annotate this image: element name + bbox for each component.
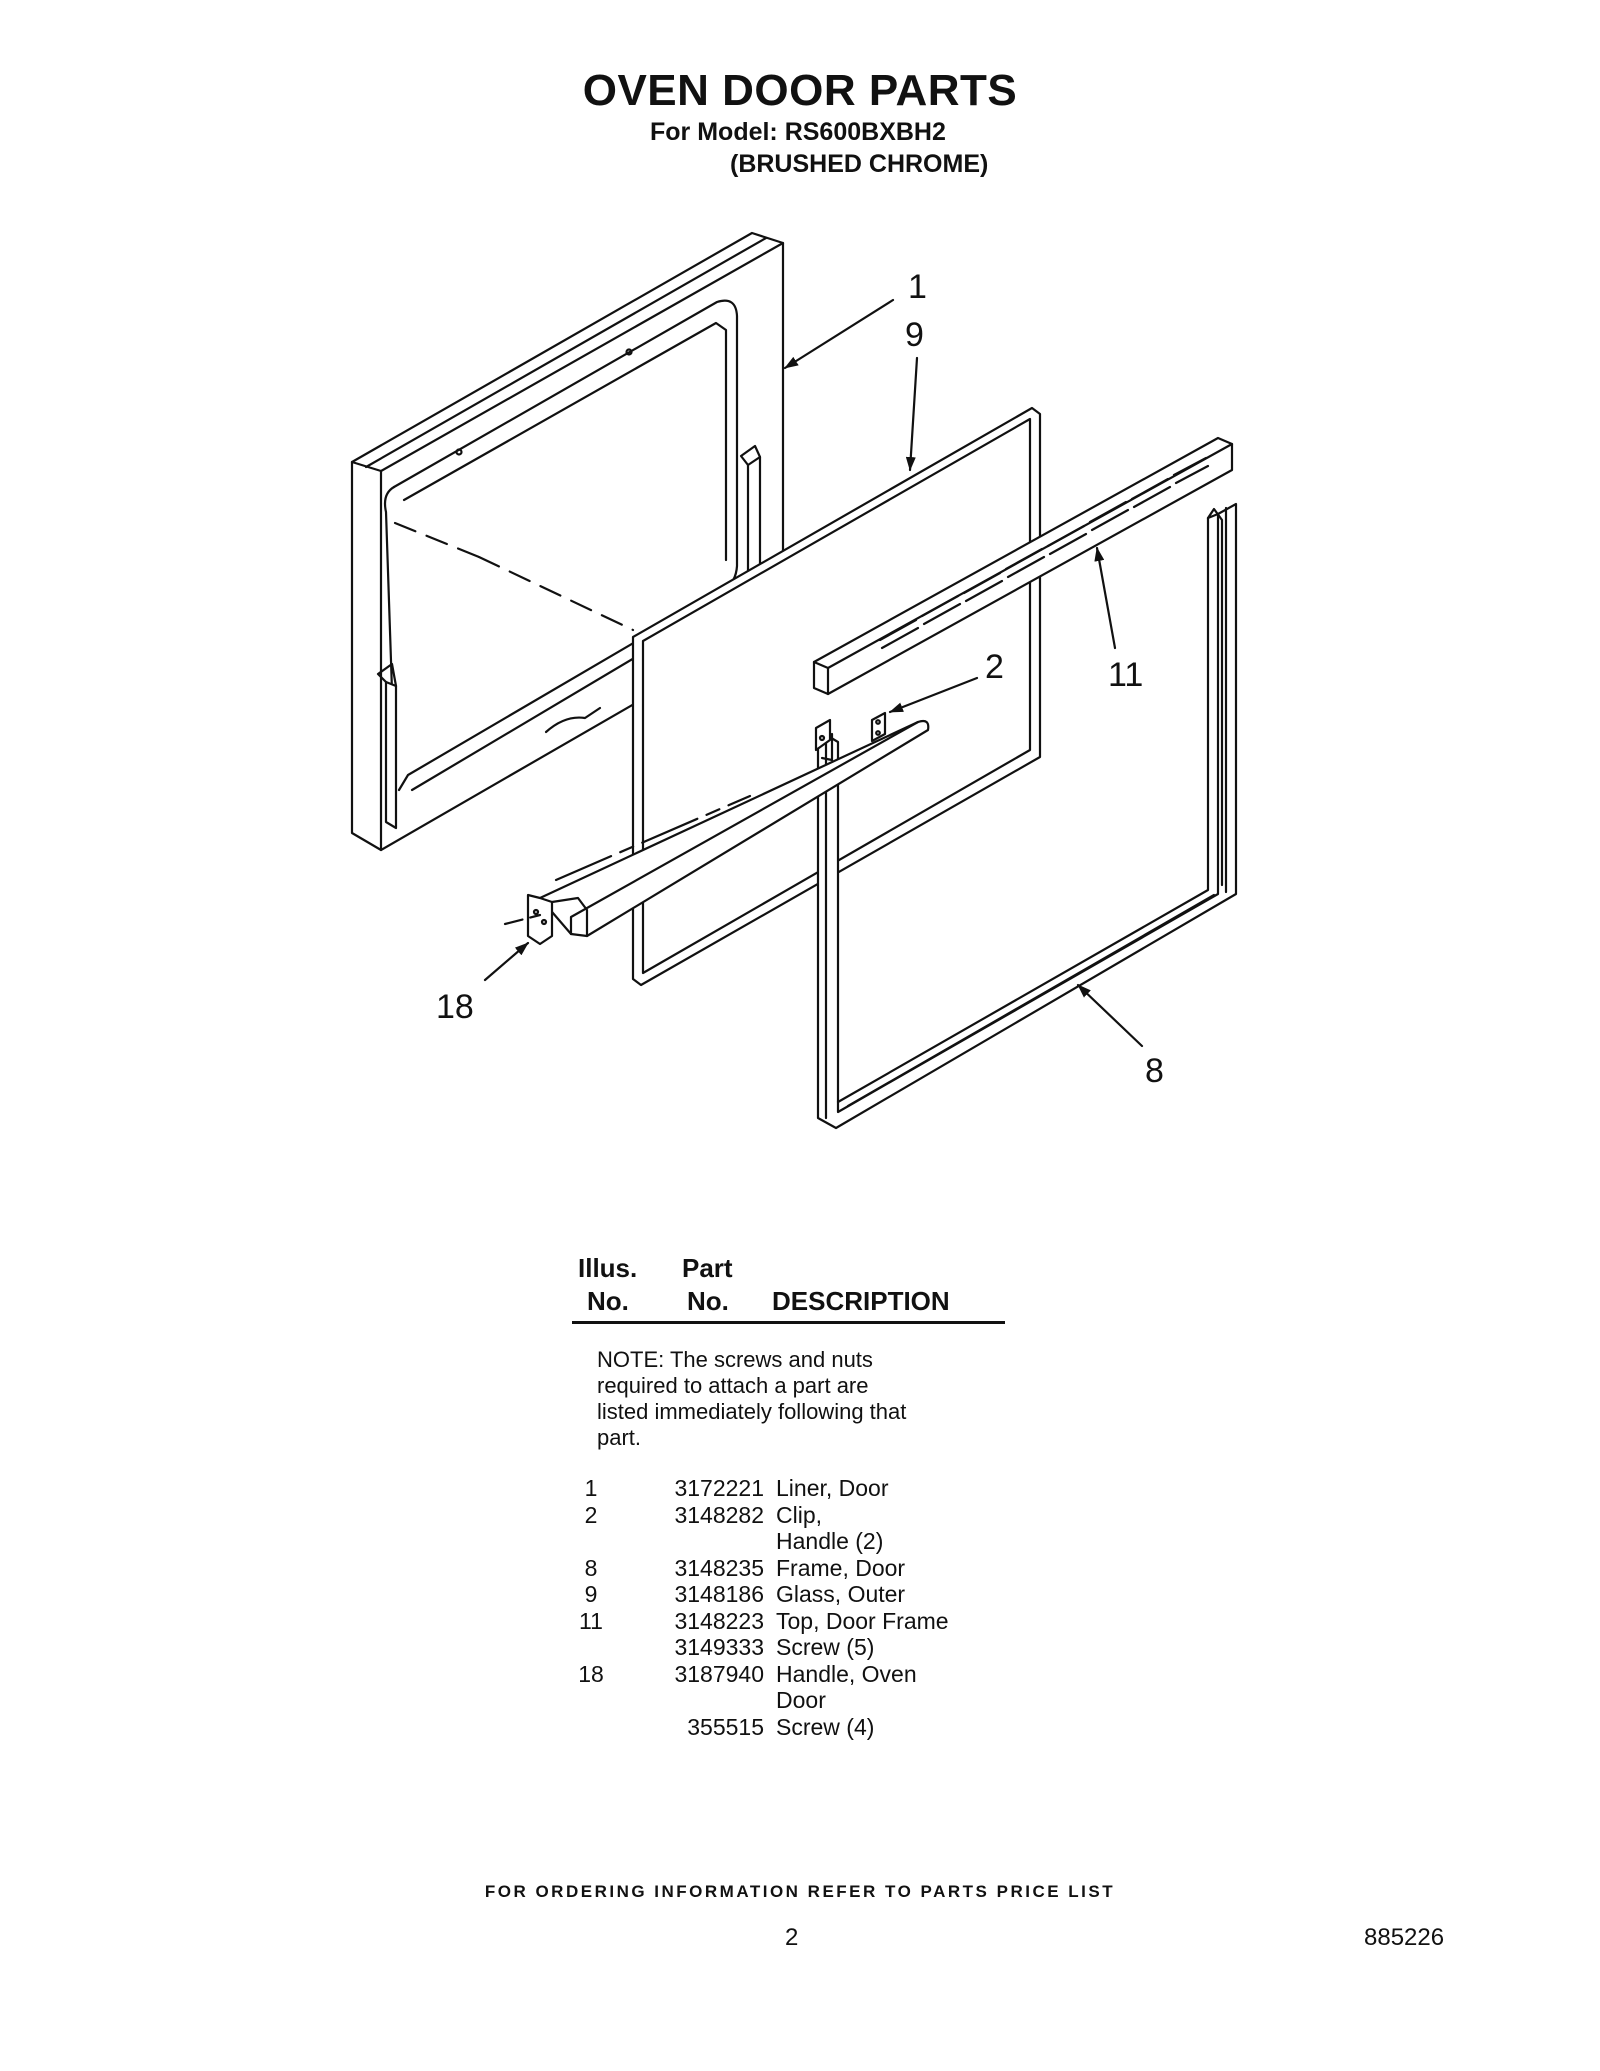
handle-clip-part [870, 711, 887, 743]
leader-arrow-11 [1094, 546, 1117, 650]
oven-door-handle-part [503, 718, 930, 946]
part-description: Clip, [776, 1501, 823, 1528]
table-row: 18 3187940 Handle, Oven [560, 1661, 949, 1688]
table-row: Handle (2) [560, 1528, 949, 1555]
model-line: For Model: RS600BXBH2 [650, 118, 946, 146]
illus-number: 9 [584, 1581, 598, 1607]
part-header-top: Part [682, 1253, 733, 1283]
table-row: 355515 Screw (4) [560, 1714, 949, 1741]
table-row: 1 3172221 Liner, Door [560, 1475, 949, 1502]
page-number: 2 [785, 1924, 799, 1951]
part-number: 3149333 [674, 1634, 764, 1660]
illus-number [560, 1714, 622, 1741]
callout-9: 9 [905, 316, 924, 354]
leader-arrow-18 [483, 941, 530, 982]
illus-number: 11 [579, 1607, 603, 1634]
table-row: 2 3148282 Clip, [560, 1502, 949, 1529]
leader-arrow-2 [888, 676, 979, 714]
part-number: 3148186 [674, 1581, 764, 1607]
illus-number: 18 [578, 1660, 604, 1687]
part-number: 3187940 [674, 1660, 764, 1687]
part-description: Top, Door Frame [776, 1607, 949, 1634]
part-number: 3148235 [674, 1554, 764, 1581]
part-header-bottom: No. [687, 1286, 729, 1316]
part-number [622, 1687, 764, 1714]
part-number: 3148282 [674, 1501, 764, 1528]
illus-number: 8 [584, 1554, 598, 1581]
part-number: 3172221 [674, 1475, 764, 1501]
illus-number: 1 [584, 1475, 598, 1501]
callout-1: 1 [908, 268, 927, 306]
part-number [622, 1528, 764, 1555]
liner-door-part [350, 231, 785, 852]
illus-header-bottom: No. [587, 1286, 629, 1316]
table-row: 8 3148235 Frame, Door [560, 1555, 949, 1582]
part-description: Screw (5) [776, 1634, 875, 1660]
door-frame-part [816, 502, 1238, 1130]
leader-arrow-1 [783, 298, 895, 370]
callout-11: 11 [1108, 656, 1144, 694]
callout-2: 2 [985, 648, 1004, 686]
part-number: 3148223 [674, 1607, 764, 1634]
callout-18: 18 [436, 988, 474, 1026]
part-description: Screw (4) [776, 1713, 875, 1740]
illus-header-top: Illus. [578, 1253, 638, 1283]
leader-arrow-9 [905, 356, 919, 472]
parts-list: 1 3172221 Liner, Door 2 3148282 Clip,Handle (… [560, 1475, 949, 1741]
part-description: Door [776, 1687, 826, 1713]
illus-number [560, 1687, 622, 1714]
part-description: Handle (2) [776, 1528, 884, 1554]
exploded-parts-diagram [350, 231, 1238, 1130]
table-row: 3149333 Screw (5) [560, 1634, 949, 1661]
finish-line: (BRUSHED CHROME) [730, 150, 989, 178]
ordering-info: FOR ORDERING INFORMATION REFER TO PARTS … [484, 1882, 1116, 1901]
illus-number: 2 [584, 1501, 598, 1528]
table-row: 9 3148186 Glass, Outer [560, 1581, 949, 1608]
part-description: Handle, Oven [776, 1660, 917, 1687]
top-door-frame-part [812, 436, 1234, 696]
header-rule [572, 1321, 1005, 1324]
callout-8: 8 [1145, 1052, 1164, 1090]
document-number: 885226 [1364, 1924, 1445, 1951]
illus-number [560, 1634, 622, 1661]
part-description: Glass, Outer [776, 1581, 906, 1607]
table-row: Door [560, 1687, 949, 1714]
description-header: DESCRIPTION [772, 1286, 950, 1316]
part-description: Liner, Door [776, 1475, 889, 1501]
parts-note: NOTE: The screws and nuts required to at… [597, 1347, 907, 1450]
table-row: 11 3148223 Top, Door Frame [560, 1608, 949, 1635]
part-description: Frame, Door [776, 1554, 906, 1581]
page-title: OVEN DOOR PARTS [582, 66, 1018, 115]
part-number: 355515 [687, 1713, 764, 1740]
illus-number [560, 1528, 622, 1555]
leader-arrow-8 [1076, 983, 1144, 1048]
